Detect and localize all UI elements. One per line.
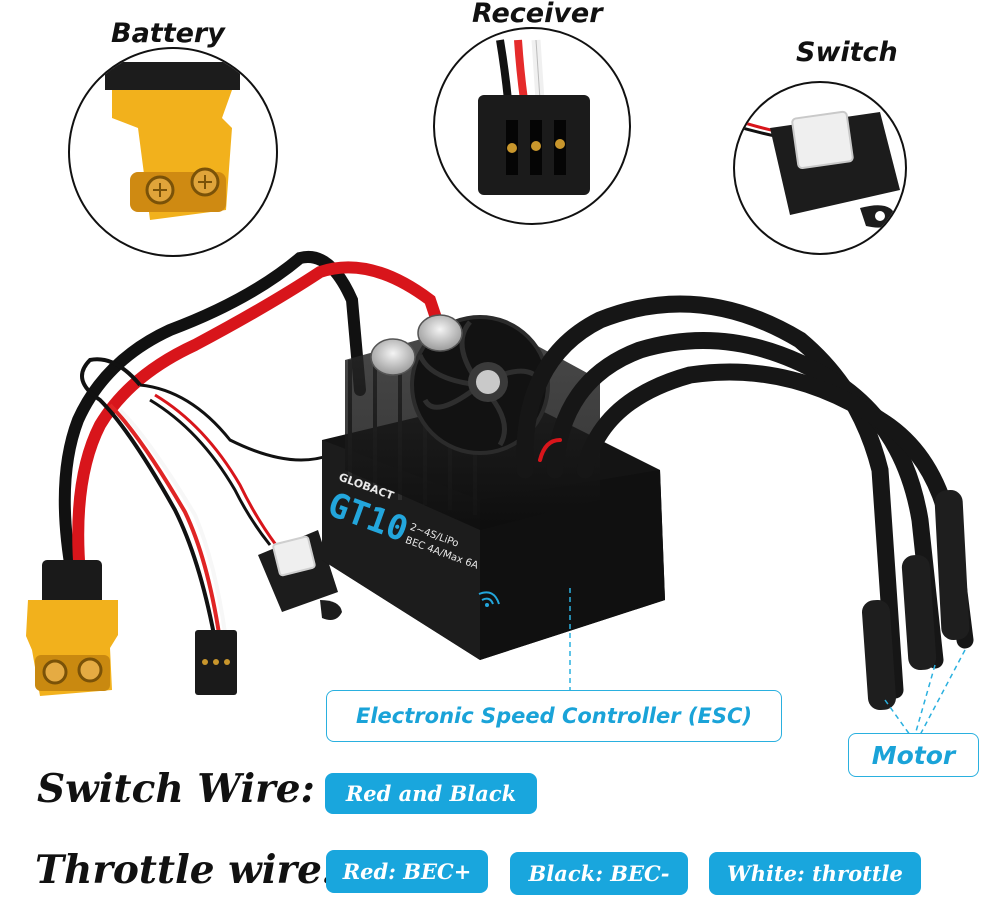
- wifi-icon: [478, 591, 500, 607]
- esc-label-box: Electronic Speed Controller (ESC): [326, 690, 782, 742]
- xt-connector: [26, 560, 118, 696]
- power-wires: [58, 250, 446, 581]
- switch-closeup: [733, 81, 907, 255]
- receiver-connector-closeup: [433, 27, 631, 225]
- throttle-wire-red: Red: BEC+: [326, 850, 488, 893]
- motor-wire-ends: [862, 489, 970, 711]
- signal-wires: [80, 357, 331, 641]
- battery-connector-closeup: [68, 47, 278, 257]
- switch-wire-label: Switch Wire:: [37, 766, 315, 812]
- switch-unit: [258, 530, 342, 620]
- throttle-wire-black: Black: BEC-: [510, 852, 688, 895]
- switch-title: Switch: [796, 37, 898, 68]
- throttle-wire-label: Throttle wire:: [35, 847, 337, 893]
- throttle-wire-white: White: throttle: [709, 852, 921, 895]
- switch-wire-value: Red and Black: [325, 773, 537, 814]
- pointer-lines: [569, 588, 966, 736]
- receiver-title: Receiver: [472, 0, 603, 29]
- motor-label-box: Motor: [848, 733, 979, 777]
- battery-title: Battery: [111, 18, 225, 49]
- receiver-plug: [195, 630, 237, 695]
- motor-wires: [516, 295, 974, 699]
